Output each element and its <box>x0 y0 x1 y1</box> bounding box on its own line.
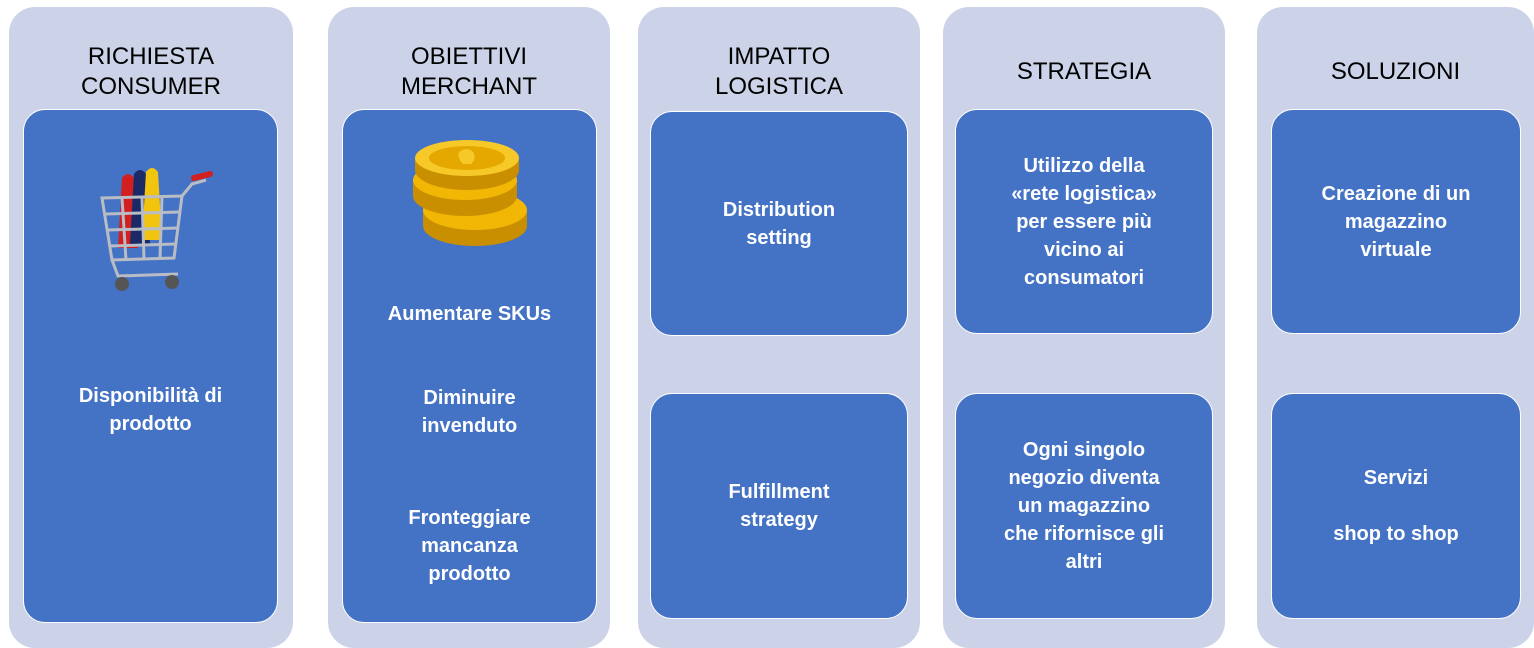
goal-item: Fronteggiare mancanza prodotto <box>408 507 531 585</box>
box-text: Utilizzo della «rete logistica» per esse… <box>1011 154 1157 289</box>
box-solution-1: Creazione di un magazzino virtuale <box>1271 109 1521 334</box>
box-strategy-1: Utilizzo della «rete logistica» per esse… <box>955 109 1213 334</box>
box-logistics-1: Distribution setting <box>650 111 908 336</box>
column-richiesta-consumer: RICHIESTA CONSUMER Disponibilità <box>9 7 293 648</box>
box-text: Fulfillment strategy <box>728 481 830 531</box>
box-merchant-goals: Aumentare SKUs Diminuire invenduto Front… <box>342 109 597 623</box>
column-title: OBIETTIVI MERCHANT <box>401 43 537 100</box>
box-strategy-2: Ogni singolo negozio diventa un magazzin… <box>955 393 1213 619</box>
column-title: STRATEGIA <box>1016 58 1152 85</box>
goal-item: Diminuire invenduto <box>421 387 518 437</box>
goal-item: Aumentare SKUs <box>387 303 552 325</box>
box-text: Creazione di un magazzino virtuale <box>1321 182 1471 261</box>
column-title: SOLUZIONI <box>1330 58 1461 85</box>
box-text: Distribution setting <box>722 198 836 249</box>
column-title: RICHIESTA CONSUMER <box>80 43 221 100</box>
box-logistics-2: Fulfillment strategy <box>650 393 908 619</box>
column-title: IMPATTO LOGISTICA <box>714 43 844 100</box>
shopping-cart-clothes-icon <box>100 168 213 291</box>
gold-coins-icon <box>413 140 527 246</box>
box-consumer-availability: Disponibilità di prodotto <box>23 109 278 623</box>
column-obiettivi-merchant: OBIETTIVI MERCHANT Aumentare SKUs Diminu… <box>328 7 610 648</box>
column-impatto-logistica: IMPATTO LOGISTICA Distribution setting F… <box>638 7 920 648</box>
box-text: Disponibilità di prodotto <box>78 385 223 435</box>
box-text: Servizi shop to shop <box>1333 467 1459 545</box>
column-soluzioni: SOLUZIONI Creazione di un magazzino virt… <box>1257 7 1534 648</box>
box-text: Ogni singolo negozio diventa un magazzin… <box>1003 439 1165 573</box>
box-solution-2: Servizi shop to shop <box>1271 393 1521 619</box>
column-strategia: STRATEGIA Utilizzo della «rete logistica… <box>943 7 1225 648</box>
